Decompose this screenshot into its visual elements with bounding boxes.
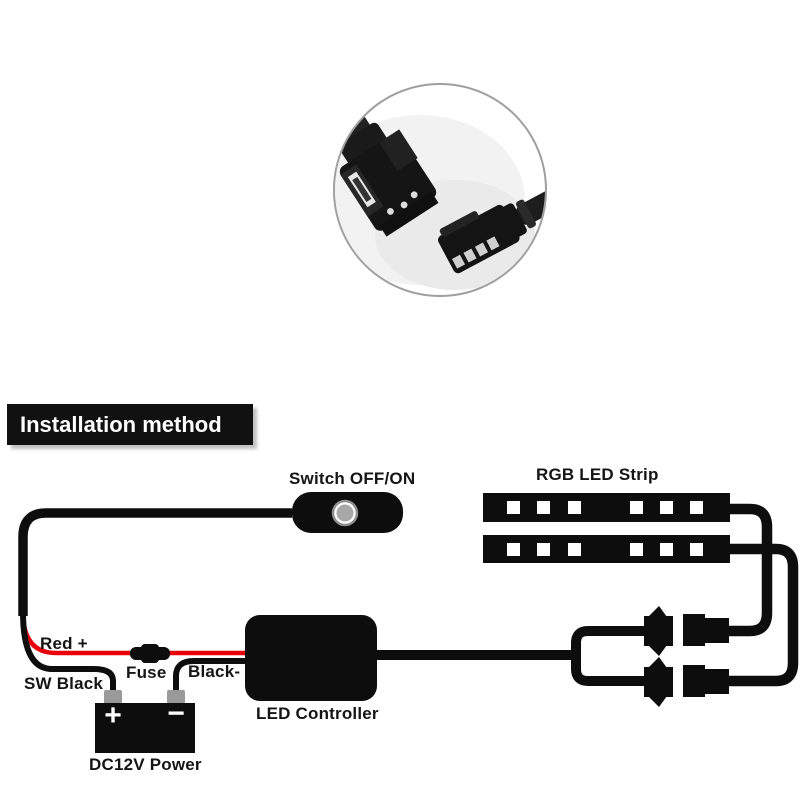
led-chip	[568, 543, 581, 556]
led-chip	[660, 501, 673, 514]
rgb-led-strip-label: RGB LED Strip	[536, 465, 659, 484]
switch-button	[336, 504, 354, 522]
sw-black-wire	[20, 611, 116, 692]
main-cable	[18, 508, 292, 616]
connector-pair-2	[644, 657, 729, 707]
led-chip	[630, 543, 643, 556]
black-negative-wire	[173, 658, 246, 692]
battery-terminal-negative	[167, 690, 185, 704]
connector-pair-1	[644, 606, 729, 656]
red-wire-label: Red +	[40, 634, 88, 653]
male-connector-1	[644, 616, 673, 646]
strip1-wire	[726, 503, 773, 637]
male-connector-2	[644, 667, 673, 697]
male-connector-1-wing-top	[646, 606, 667, 619]
battery-body	[95, 703, 195, 753]
fuse-label: Fuse	[126, 663, 167, 682]
female-connector-2-body	[705, 669, 729, 694]
rgb-led-strip-1	[483, 493, 730, 522]
black-minus-label: Black-	[188, 662, 241, 681]
led-chip	[690, 501, 703, 514]
led-chip	[507, 501, 520, 514]
connector-photo	[333, 83, 547, 297]
led-chip	[537, 501, 550, 514]
female-connector-1	[683, 614, 705, 646]
fuse-body	[130, 644, 170, 663]
male-connector-2-wing-top	[646, 657, 667, 670]
installation-method-banner: Installation method	[7, 404, 253, 445]
battery-plus-sign: +	[104, 699, 122, 732]
male-connector-2-wing-bottom	[646, 694, 667, 707]
battery-terminal-positive	[104, 690, 122, 704]
inline-switch	[292, 492, 403, 533]
led-chip	[660, 543, 673, 556]
switch-label: Switch OFF/ON	[289, 469, 416, 488]
led-chip	[568, 501, 581, 514]
led-controller-box	[245, 615, 377, 701]
led-chip	[630, 501, 643, 514]
led-controller-label: LED Controller	[256, 704, 379, 723]
dc12v-battery	[95, 690, 195, 753]
strip2-wire	[726, 543, 799, 687]
led-chip	[507, 543, 520, 556]
led-chip	[537, 543, 550, 556]
rgb-led-strip-2	[483, 535, 730, 563]
splitter-wire	[571, 626, 646, 686]
female-connector-2	[683, 665, 705, 697]
sw-black-label: SW Black	[24, 674, 104, 693]
led-chip	[690, 543, 703, 556]
female-connector-1-body	[705, 618, 729, 643]
battery-minus-sign: −	[167, 697, 185, 730]
male-connector-1-wing-bottom	[646, 643, 667, 656]
dc12v-power-label: DC12V Power	[89, 755, 202, 774]
